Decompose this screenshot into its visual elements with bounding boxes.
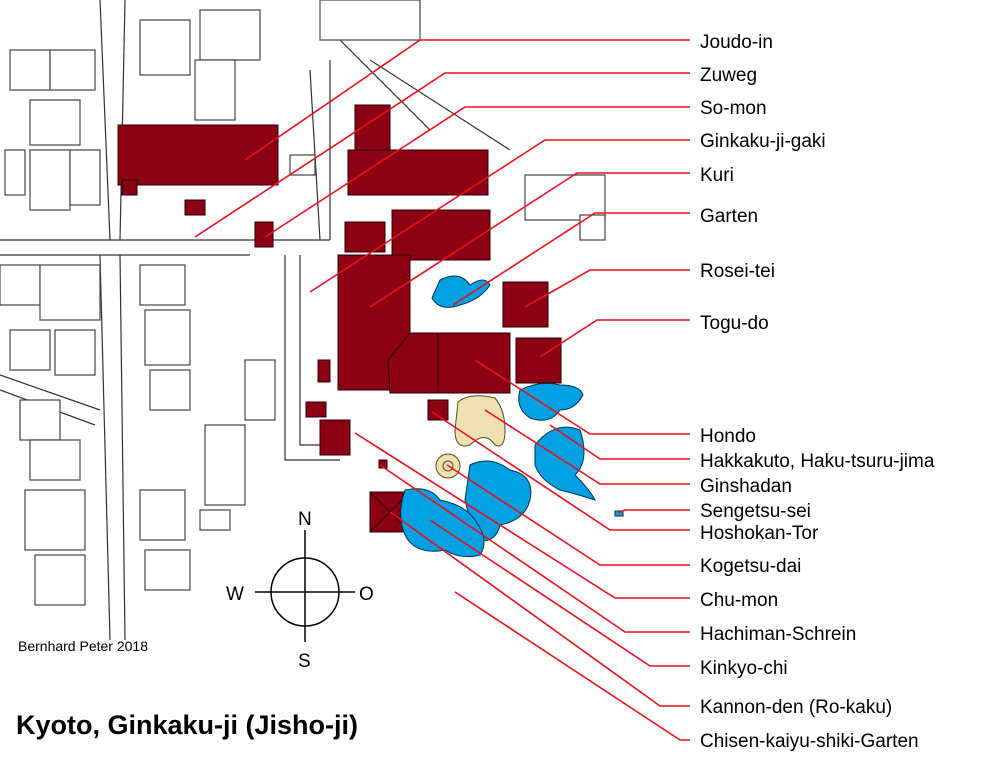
label-kuri: Kuri — [700, 165, 734, 186]
map-title: Kyoto, Ginkaku-ji (Jisho-ji) — [16, 710, 358, 740]
ponds — [400, 275, 624, 558]
label-kogetsu-dai: Kogetsu-dai — [700, 556, 801, 577]
sand-features — [435, 395, 506, 479]
label-chu-mon: Chu-mon — [700, 590, 778, 611]
label-ginshadan: Ginshadan — [700, 476, 792, 497]
temple-buildings — [117, 104, 562, 533]
label-hachiman-schrein: Hachiman-Schrein — [700, 624, 856, 645]
label-hoshokan-tor: Hoshokan-Tor — [700, 523, 819, 544]
label-hakkakuto: Hakkakuto, Haku-tsuru-jima — [700, 451, 935, 472]
credit: Bernhard Peter 2018 — [18, 638, 148, 654]
label-sengetsu-sei: Sengetsu-sei — [700, 501, 811, 522]
leader-lines — [194, 39, 690, 741]
label-garten: Garten — [700, 206, 758, 227]
label-zuweg: Zuweg — [700, 65, 757, 86]
compass-rose: N S W O — [226, 509, 374, 672]
legend-labels: Joudo-in Zuweg So-mon Ginkaku-ji-gaki Ku… — [700, 32, 935, 752]
surrounding-buildings — [0, 0, 606, 641]
compass-n: N — [298, 509, 312, 530]
compass-o: O — [359, 584, 374, 605]
label-hondo: Hondo — [700, 426, 756, 447]
label-joudo-in: Joudo-in — [700, 32, 773, 53]
label-togu-do: Togu-do — [700, 313, 769, 334]
label-kinkyo-chi: Kinkyo-chi — [700, 658, 788, 679]
label-so-mon: So-mon — [700, 98, 767, 119]
compass-s: S — [298, 651, 311, 672]
label-rosei-tei: Rosei-tei — [700, 261, 775, 282]
label-chisen-garten: Chisen-kaiyu-shiki-Garten — [700, 731, 919, 752]
label-ginkaku-ji-gaki: Ginkaku-ji-gaki — [700, 131, 826, 152]
label-kannon-den: Kannon-den (Ro-kaku) — [700, 697, 892, 718]
compass-w: W — [226, 584, 244, 605]
